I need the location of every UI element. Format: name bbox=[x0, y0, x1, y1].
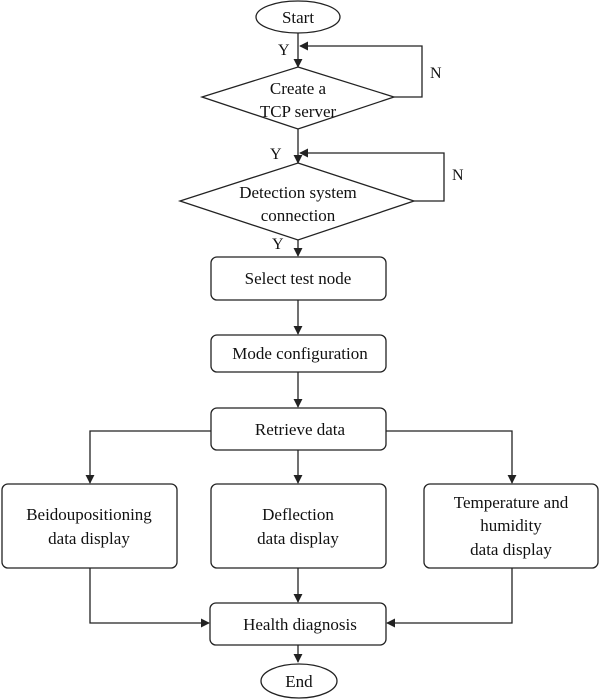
tcp-server-decision: Create a TCP server bbox=[199, 66, 397, 130]
edge-retrieve-to-beidou bbox=[85, 430, 211, 484]
edge-label-yes-select: Y bbox=[272, 236, 284, 253]
tcp-server-label-line1: Create a bbox=[270, 79, 327, 98]
edge-temperature-to-health bbox=[386, 568, 513, 628]
temperature-label-line2: humidity bbox=[480, 516, 542, 535]
start-node: Start bbox=[255, 0, 341, 34]
retrieve-data-box: Retrieve data bbox=[210, 407, 387, 451]
tcp-server-label-line2: TCP server bbox=[260, 102, 337, 121]
edge-label-no-detect: N bbox=[452, 167, 464, 184]
detection-connection-decision: Detection system connection bbox=[177, 162, 417, 241]
temperature-label-line1: Temperature and bbox=[454, 493, 569, 512]
temperature-humidity-display-box: Temperature and humidity data display bbox=[423, 483, 599, 569]
edge-beidou-to-health bbox=[89, 568, 210, 628]
mode-configuration-box: Mode configuration bbox=[210, 334, 387, 373]
beidou-display-box: Beidoupositioning data display bbox=[1, 483, 178, 569]
detection-label-line1: Detection system bbox=[239, 183, 357, 202]
select-test-node-label: Select test node bbox=[245, 269, 352, 288]
deflection-label-line2: data display bbox=[257, 529, 339, 548]
end-node: End bbox=[260, 663, 338, 699]
temperature-label-line3: data display bbox=[470, 540, 552, 559]
retrieve-data-label: Retrieve data bbox=[255, 420, 346, 439]
beidou-label-line1: Beidoupositioning bbox=[26, 505, 152, 524]
edge-detect-no-loop bbox=[299, 148, 445, 202]
deflection-label-line1: Deflection bbox=[262, 505, 334, 524]
edge-retrieve-to-temperature bbox=[386, 430, 517, 484]
end-label: End bbox=[285, 672, 313, 691]
edge-label-yes-detect: Y bbox=[270, 146, 282, 163]
edges bbox=[85, 33, 517, 663]
edge-label-yes-tcp: Y bbox=[278, 42, 290, 59]
edge-tcp-no-loop bbox=[299, 41, 423, 98]
deflection-display-box: Deflection data display bbox=[210, 483, 387, 569]
beidou-label-line2: data display bbox=[48, 529, 130, 548]
health-diagnosis-label: Health diagnosis bbox=[243, 615, 357, 634]
health-diagnosis-box: Health diagnosis bbox=[209, 602, 387, 646]
start-label: Start bbox=[282, 8, 314, 27]
edge-label-no-tcp: N bbox=[430, 65, 442, 82]
mode-configuration-label: Mode configuration bbox=[232, 344, 368, 363]
select-test-node-box: Select test node bbox=[210, 256, 387, 301]
detection-label-line2: connection bbox=[261, 206, 336, 225]
